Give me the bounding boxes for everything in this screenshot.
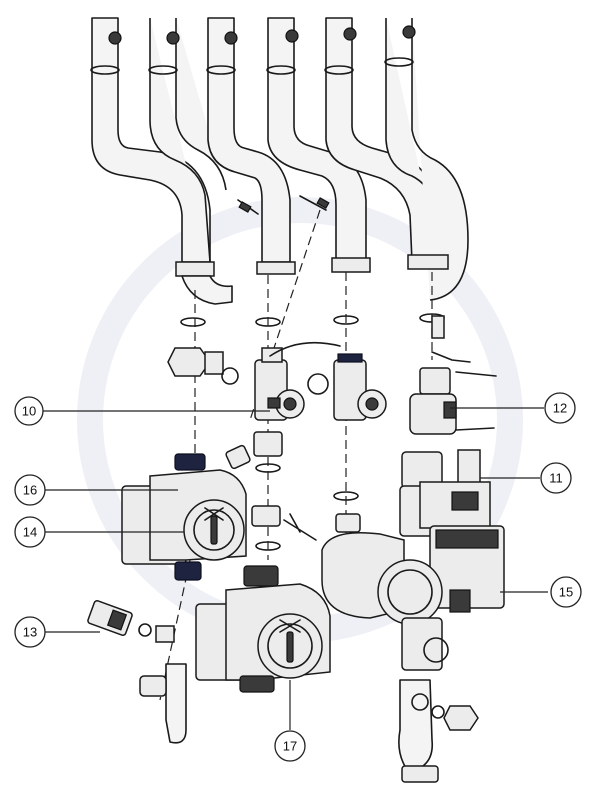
motor-item-15 <box>321 525 505 671</box>
callout-10: 10 <box>14 396 44 426</box>
valve-item-12 <box>409 315 497 435</box>
pipe-3 <box>206 17 296 275</box>
sensor-item-13 <box>87 599 175 643</box>
callout-15-label: 15 <box>559 585 573 600</box>
callout-17: 17 <box>274 730 306 762</box>
pump-item-17 <box>139 565 331 744</box>
callout-13: 13 <box>14 616 46 648</box>
callout-11-label: 11 <box>549 471 563 486</box>
callout-14: 14 <box>14 516 46 548</box>
leader-lines <box>43 407 548 730</box>
callout-12-label: 12 <box>553 401 567 416</box>
pipe-6 <box>384 18 469 301</box>
fitting-item-11 <box>399 449 491 537</box>
pipe-4 <box>266 17 371 273</box>
bottom-outlet <box>398 679 479 783</box>
callout-17-label: 17 <box>283 739 297 754</box>
callout-15: 15 <box>550 576 582 608</box>
callout-16-label: 16 <box>23 483 37 498</box>
valve-fittings <box>167 341 387 533</box>
callout-12: 12 <box>544 392 576 424</box>
callout-10-label: 10 <box>22 404 36 419</box>
callout-11: 11 <box>540 462 572 494</box>
callout-13-label: 13 <box>23 625 37 640</box>
pump-item-14 <box>121 444 317 581</box>
pipe-bundle <box>90 17 469 305</box>
callout-16: 16 <box>14 474 46 506</box>
callout-14-label: 14 <box>23 525 37 540</box>
